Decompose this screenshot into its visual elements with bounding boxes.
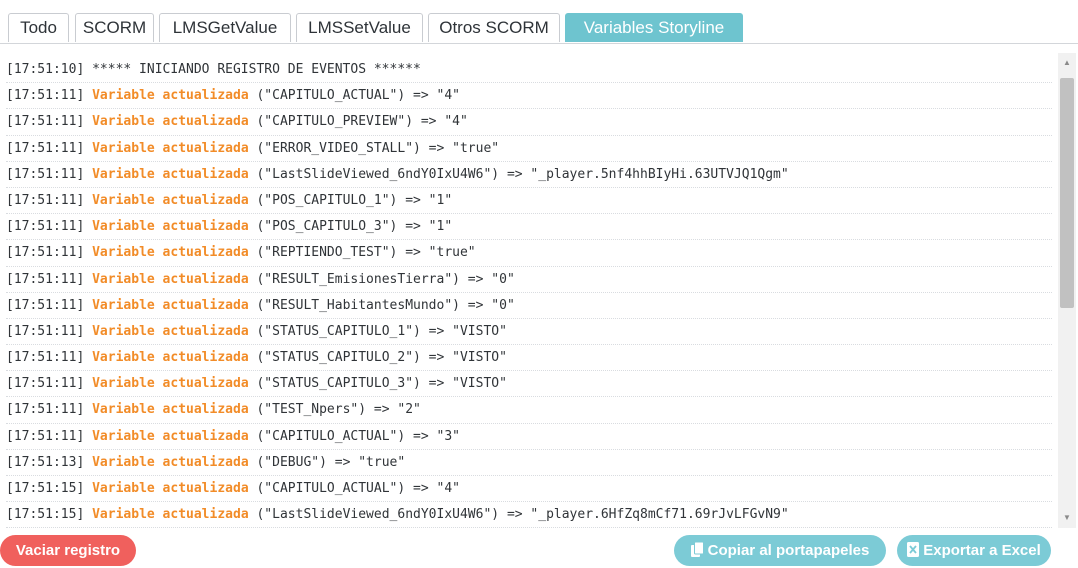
log-detail: ("STATUS_CAPITULO_2") => "VISTO" (256, 350, 507, 366)
copy-to-clipboard-button[interactable]: Copiar al portapapeles (674, 535, 886, 566)
log-keyword: Variable actualizada (92, 192, 249, 208)
log-line: [17:51:11] Variable actualizada ("RESULT… (6, 267, 1052, 293)
log-timestamp: [17:51:11] (6, 245, 85, 261)
event-log-lines: [17:51:10] ***** INICIANDO REGISTRO DE E… (6, 57, 1052, 528)
log-keyword: Variable actualizada (92, 114, 249, 130)
log-line: [17:51:11] Variable actualizada ("TEST_N… (6, 397, 1052, 424)
scroll-up-icon[interactable]: ▲ (1063, 58, 1071, 67)
log-timestamp: [17:51:11] (6, 166, 85, 182)
clear-log-label: Vaciar registro (15, 542, 121, 559)
log-detail: ("RESULT_HabitantesMundo") => "0" (256, 297, 515, 313)
log-timestamp: [17:51:11] (6, 219, 85, 235)
tab-lmsgetvalue[interactable]: LMSGetValue (159, 13, 291, 42)
log-line: [17:51:13] Variable actualizada ("DEBUG"… (6, 450, 1052, 476)
log-keyword: Variable actualizada (92, 376, 249, 392)
log-line: [17:51:15] Variable actualizada ("CAPITU… (6, 476, 1052, 503)
tab-lmssetvalue[interactable]: LMSSetValue (296, 13, 423, 42)
export-excel-button[interactable]: Exportar a Excel (897, 535, 1051, 566)
log-keyword: Variable actualizada (92, 350, 249, 366)
log-keyword: Variable actualizada (92, 219, 249, 235)
tab-otros-scorm[interactable]: Otros SCORM (428, 13, 560, 42)
tab-bar: Todo SCORM LMSGetValue LMSSetValue Otros… (0, 13, 1078, 44)
tab-variables-storyline[interactable]: Variables Storyline (565, 13, 743, 42)
log-line: [17:51:11] Variable actualizada ("POS_CA… (6, 188, 1052, 215)
log-detail: ("TEST_Npers") => "2" (256, 402, 421, 418)
log-line: [17:51:11] Variable actualizada ("CAPITU… (6, 109, 1052, 136)
tab-scorm[interactable]: SCORM (75, 13, 154, 42)
log-line: [17:51:11] Variable actualizada ("STATUS… (6, 345, 1052, 372)
log-detail: ("LastSlideViewed_6ndY0IxU4W6") => "_pla… (256, 507, 789, 523)
log-header-line: [17:51:10] ***** INICIANDO REGISTRO DE E… (6, 57, 1052, 84)
log-line: [17:51:11] Variable actualizada ("CAPITU… (6, 424, 1052, 450)
log-timestamp: [17:51:11] (6, 192, 85, 208)
log-line: [17:51:11] Variable actualizada ("RESULT… (6, 293, 1052, 319)
scrollbar-thumb[interactable] (1060, 78, 1074, 308)
log-detail: ("CAPITULO_ACTUAL") => "4" (256, 481, 460, 496)
log-detail: ("RESULT_EmisionesTierra") => "0" (256, 271, 515, 287)
copy-icon (690, 537, 704, 568)
log-line: [17:51:11] Variable actualizada ("STATUS… (6, 371, 1052, 398)
log-timestamp: [17:51:11] (6, 350, 85, 366)
log-keyword: Variable actualizada (92, 323, 249, 339)
log-detail: ("ERROR_VIDEO_STALL") => "true" (256, 140, 500, 156)
log-keyword: Variable actualizada (92, 507, 249, 523)
log-detail: ("CAPITULO_ACTUAL") => "4" (256, 88, 460, 104)
log-line: [17:51:11] Variable actualizada ("LastSl… (6, 162, 1052, 188)
log-timestamp: [17:51:11] (6, 114, 85, 130)
log-detail: ("POS_CAPITULO_3") => "1" (256, 219, 453, 235)
log-detail: ("CAPITULO_ACTUAL") => "3" (256, 428, 460, 444)
log-line: [17:51:11] Variable actualizada ("POS_CA… (6, 214, 1052, 241)
log-keyword: Variable actualizada (92, 166, 249, 182)
log-detail: ("POS_CAPITULO_1") => "1" (256, 192, 453, 208)
excel-label: Exportar a Excel (923, 542, 1041, 559)
clear-log-button[interactable]: Vaciar registro (0, 535, 136, 566)
excel-icon (907, 537, 920, 568)
log-timestamp: [17:51:15] (6, 481, 85, 496)
log-timestamp: [17:51:11] (6, 428, 85, 444)
log-line: [17:51:11] Variable actualizada ("STATUS… (6, 319, 1052, 346)
log-detail: ("DEBUG") => "true" (256, 454, 406, 470)
log-keyword: Variable actualizada (92, 454, 249, 470)
log-timestamp: [17:51:11] (6, 140, 85, 156)
log-scrollbar[interactable]: ▲ ▼ (1058, 53, 1076, 528)
log-detail: ("REPTIENDO_TEST") => "true" (256, 245, 476, 261)
scroll-down-icon[interactable]: ▼ (1063, 513, 1071, 522)
log-timestamp: [17:51:11] (6, 376, 85, 392)
log-timestamp: [17:51:11] (6, 323, 85, 339)
log-keyword: Variable actualizada (92, 271, 249, 287)
log-keyword: Variable actualizada (92, 481, 249, 496)
log-timestamp: [17:51:11] (6, 402, 85, 418)
log-detail: ("LastSlideViewed_6ndY0IxU4W6") => "_pla… (256, 166, 789, 182)
log-timestamp: [17:51:11] (6, 88, 85, 104)
log-detail: ("STATUS_CAPITULO_1") => "VISTO" (256, 323, 507, 339)
log-line: [17:51:11] Variable actualizada ("CAPITU… (6, 83, 1052, 110)
log-line: [17:51:11] Variable actualizada ("REPTIE… (6, 240, 1052, 267)
copy-label: Copiar al portapapeles (707, 542, 870, 559)
log-timestamp: [17:51:11] (6, 297, 85, 313)
event-log[interactable]: [17:51:10] ***** INICIANDO REGISTRO DE E… (0, 53, 1078, 528)
log-keyword: Variable actualizada (92, 140, 249, 156)
tab-todo[interactable]: Todo (8, 13, 69, 42)
log-detail: ("STATUS_CAPITULO_3") => "VISTO" (256, 376, 507, 392)
log-line: [17:51:11] Variable actualizada ("ERROR_… (6, 136, 1052, 162)
log-line: [17:51:15] Variable actualizada ("LastSl… (6, 502, 1052, 528)
log-timestamp: [17:51:15] (6, 507, 85, 523)
log-timestamp: [17:51:11] (6, 271, 85, 287)
log-keyword: Variable actualizada (92, 402, 249, 418)
log-detail: ("CAPITULO_PREVIEW") => "4" (256, 114, 468, 130)
log-keyword: Variable actualizada (92, 88, 249, 104)
log-keyword: Variable actualizada (92, 245, 249, 261)
log-timestamp: [17:51:13] (6, 454, 85, 470)
log-keyword: Variable actualizada (92, 297, 249, 313)
log-keyword: Variable actualizada (92, 428, 249, 444)
